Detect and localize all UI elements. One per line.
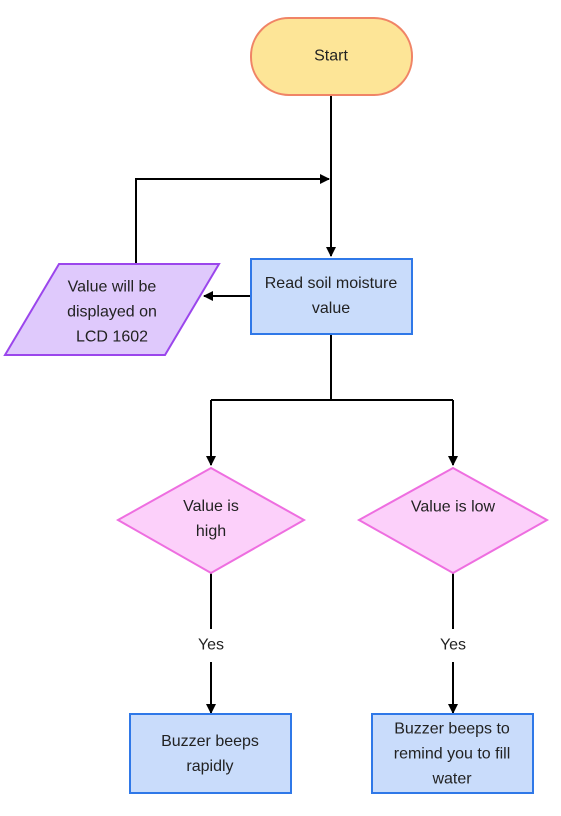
yes-left-label: Yes bbox=[198, 637, 224, 654]
value-low-label: Value is low bbox=[411, 499, 496, 516]
label-line: Read soil moisture bbox=[265, 275, 398, 292]
connectors bbox=[135, 95, 458, 714]
label-line: remind you to fill bbox=[394, 746, 511, 763]
value-high-decision bbox=[115, 466, 307, 575]
label-line: water bbox=[431, 771, 472, 788]
value-low-decision bbox=[356, 466, 550, 575]
buzzer-rapid-process bbox=[129, 713, 292, 794]
label-line: Buzzer beeps bbox=[161, 733, 259, 750]
label-line: rapidly bbox=[186, 758, 233, 775]
label-line: Buzzer beeps to bbox=[394, 721, 510, 738]
label-line: Value is low bbox=[411, 499, 496, 516]
value-high-label: Value is high bbox=[183, 498, 239, 540]
label-line: displayed on bbox=[67, 304, 157, 321]
label-line: Value will be bbox=[68, 279, 157, 296]
label-line: LCD 1602 bbox=[76, 329, 148, 346]
buzzer-water-label: Buzzer beeps to remind you to fill water bbox=[394, 721, 511, 788]
yes-right-label: Yes bbox=[440, 637, 466, 654]
label-line: Start bbox=[314, 48, 348, 65]
buzzer-water-process bbox=[371, 713, 534, 794]
label-line: high bbox=[196, 523, 226, 540]
label-line: value bbox=[312, 300, 350, 317]
display-lcd-io bbox=[3, 263, 221, 356]
start-terminal bbox=[250, 17, 413, 96]
label-line: Value is bbox=[183, 498, 239, 515]
read-moisture-process bbox=[250, 258, 413, 335]
start-label: Start bbox=[314, 48, 348, 65]
read-moisture-label: Read soil moisture value bbox=[265, 275, 398, 317]
buzzer-rapid-label: Buzzer beeps rapidly bbox=[161, 733, 259, 775]
connector-display-loop-back bbox=[135, 174, 330, 264]
display-lcd-label: Value will be displayed on LCD 1602 bbox=[67, 279, 157, 346]
